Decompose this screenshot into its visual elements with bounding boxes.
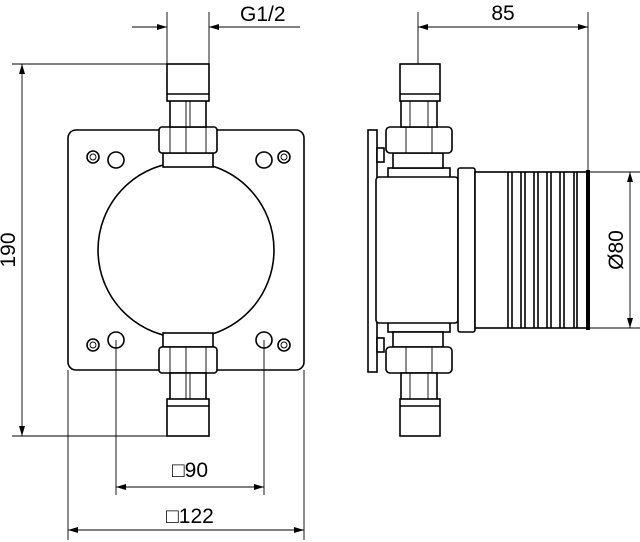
side-bottom-fitting	[385, 321, 453, 437]
mounting-holes	[107, 151, 273, 349]
dimension-diameter: Ø80	[590, 171, 640, 329]
screws	[86, 150, 291, 352]
hole-spacing-label: □90	[172, 459, 208, 482]
side-top-fitting	[385, 63, 453, 179]
height-label: 190	[0, 232, 20, 267]
body-circle	[97, 161, 275, 339]
dimension-thread: G1/2	[132, 3, 300, 64]
front-view	[67, 63, 305, 437]
flange	[457, 167, 476, 333]
top-fitting	[158, 63, 218, 168]
sleeve	[474, 171, 589, 329]
dimension-depth: 85	[417, 2, 589, 170]
side-view	[367, 63, 590, 437]
thread-label: G1/2	[240, 3, 286, 26]
sleeve-ribs	[507, 172, 578, 328]
plate-size-label: □122	[166, 505, 214, 528]
bottom-fitting	[158, 332, 218, 437]
depth-label: 85	[491, 2, 514, 25]
side-body	[375, 176, 459, 324]
diameter-label: Ø80	[605, 230, 628, 270]
dimension-height: 190	[0, 63, 167, 437]
dimension-plate-size: □122	[67, 370, 305, 540]
dimension-hole-spacing: □90	[115, 340, 265, 495]
